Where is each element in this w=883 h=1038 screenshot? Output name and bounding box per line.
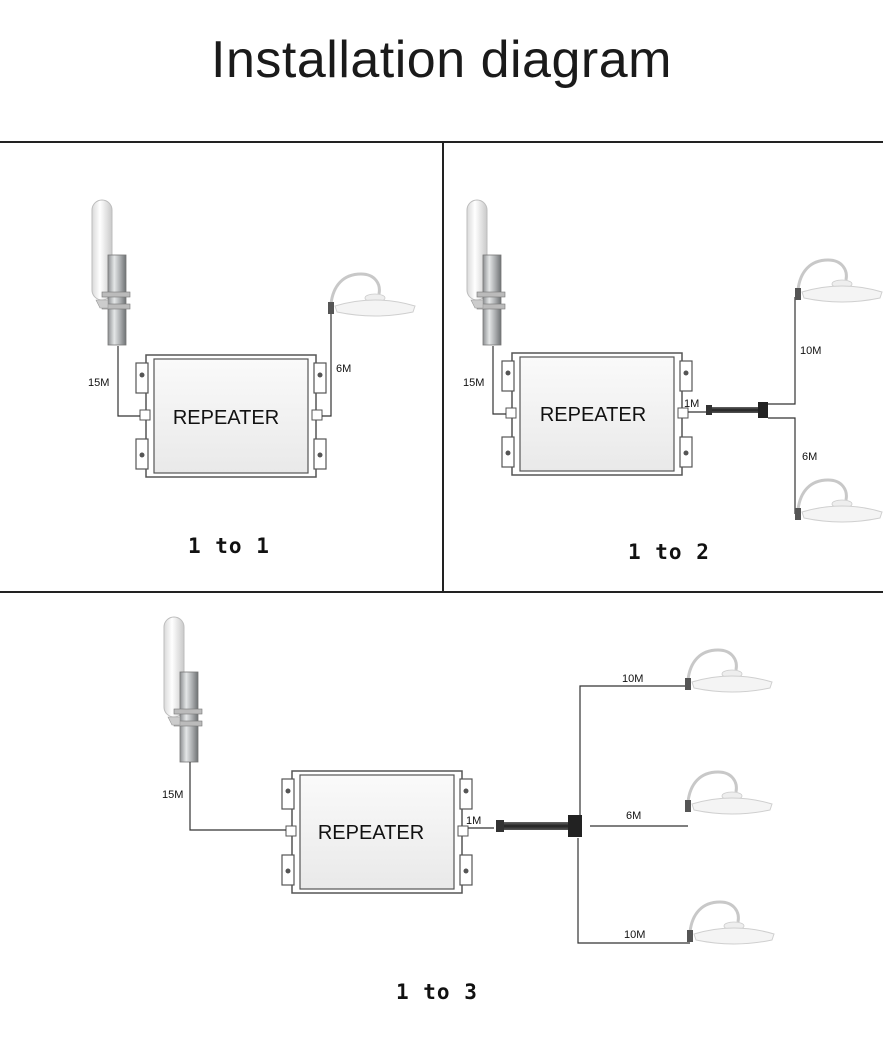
repeater-label: REPEATER [540,404,646,426]
ceiling-antenna-icon [793,258,883,304]
ceiling-antenna-icon [326,272,417,318]
panel-one-to-one: REPEATER 15M 6M [88,199,417,478]
cable-bottom [768,417,796,514]
splitter-icon [496,815,582,837]
cable-top [768,297,796,405]
repeater-label: REPEATER [173,407,279,429]
cable-outdoor [189,762,286,831]
cable-indoor [322,312,332,417]
cable-length-bottom: 6M [802,451,817,463]
caption-one-to-one: 1 to 1 [188,534,270,558]
outdoor-antenna-icon [91,199,131,346]
caption-one-to-two: 1 to 2 [628,540,710,564]
divider-top [0,141,883,143]
cable-length-outdoor: 15M [162,789,183,801]
caption-one-to-three: 1 to 3 [396,980,478,1004]
repeater-label: REPEATER [318,822,424,844]
cable-top [579,685,688,815]
ceiling-antenna-icon [793,478,883,524]
cable-length-bottom: 10M [624,929,645,941]
divider-middle [0,591,883,593]
splitter-icon [706,402,768,418]
ceiling-antenna-icon [683,648,774,694]
cable-length-top: 10M [622,673,643,685]
ceiling-antenna-icon [685,900,776,946]
panel-one-to-two: REPEATER 15M 1M 10M 6M [463,199,883,524]
page-title: Installation diagram [211,31,672,89]
ceiling-antenna-icon [683,770,774,816]
panel-one-to-three: REPEATER 15M 1M 10M 6M 10M [162,616,776,946]
cable-length-outdoor: 15M [88,377,109,389]
divider-vertical [442,141,444,593]
cable-outdoor [117,346,140,417]
cable-outdoor [492,346,506,415]
cable-length-outdoor: 15M [463,377,484,389]
cable-length-indoor: 6M [336,363,351,375]
outdoor-antenna-icon [163,616,203,763]
cable-length-middle: 6M [626,810,641,822]
cable-length-splitter: 1M [466,815,481,827]
outdoor-antenna-icon [466,199,506,346]
cable-length-top: 10M [800,345,821,357]
cable-bottom [577,838,690,944]
cable-length-splitter: 1M [684,398,699,410]
